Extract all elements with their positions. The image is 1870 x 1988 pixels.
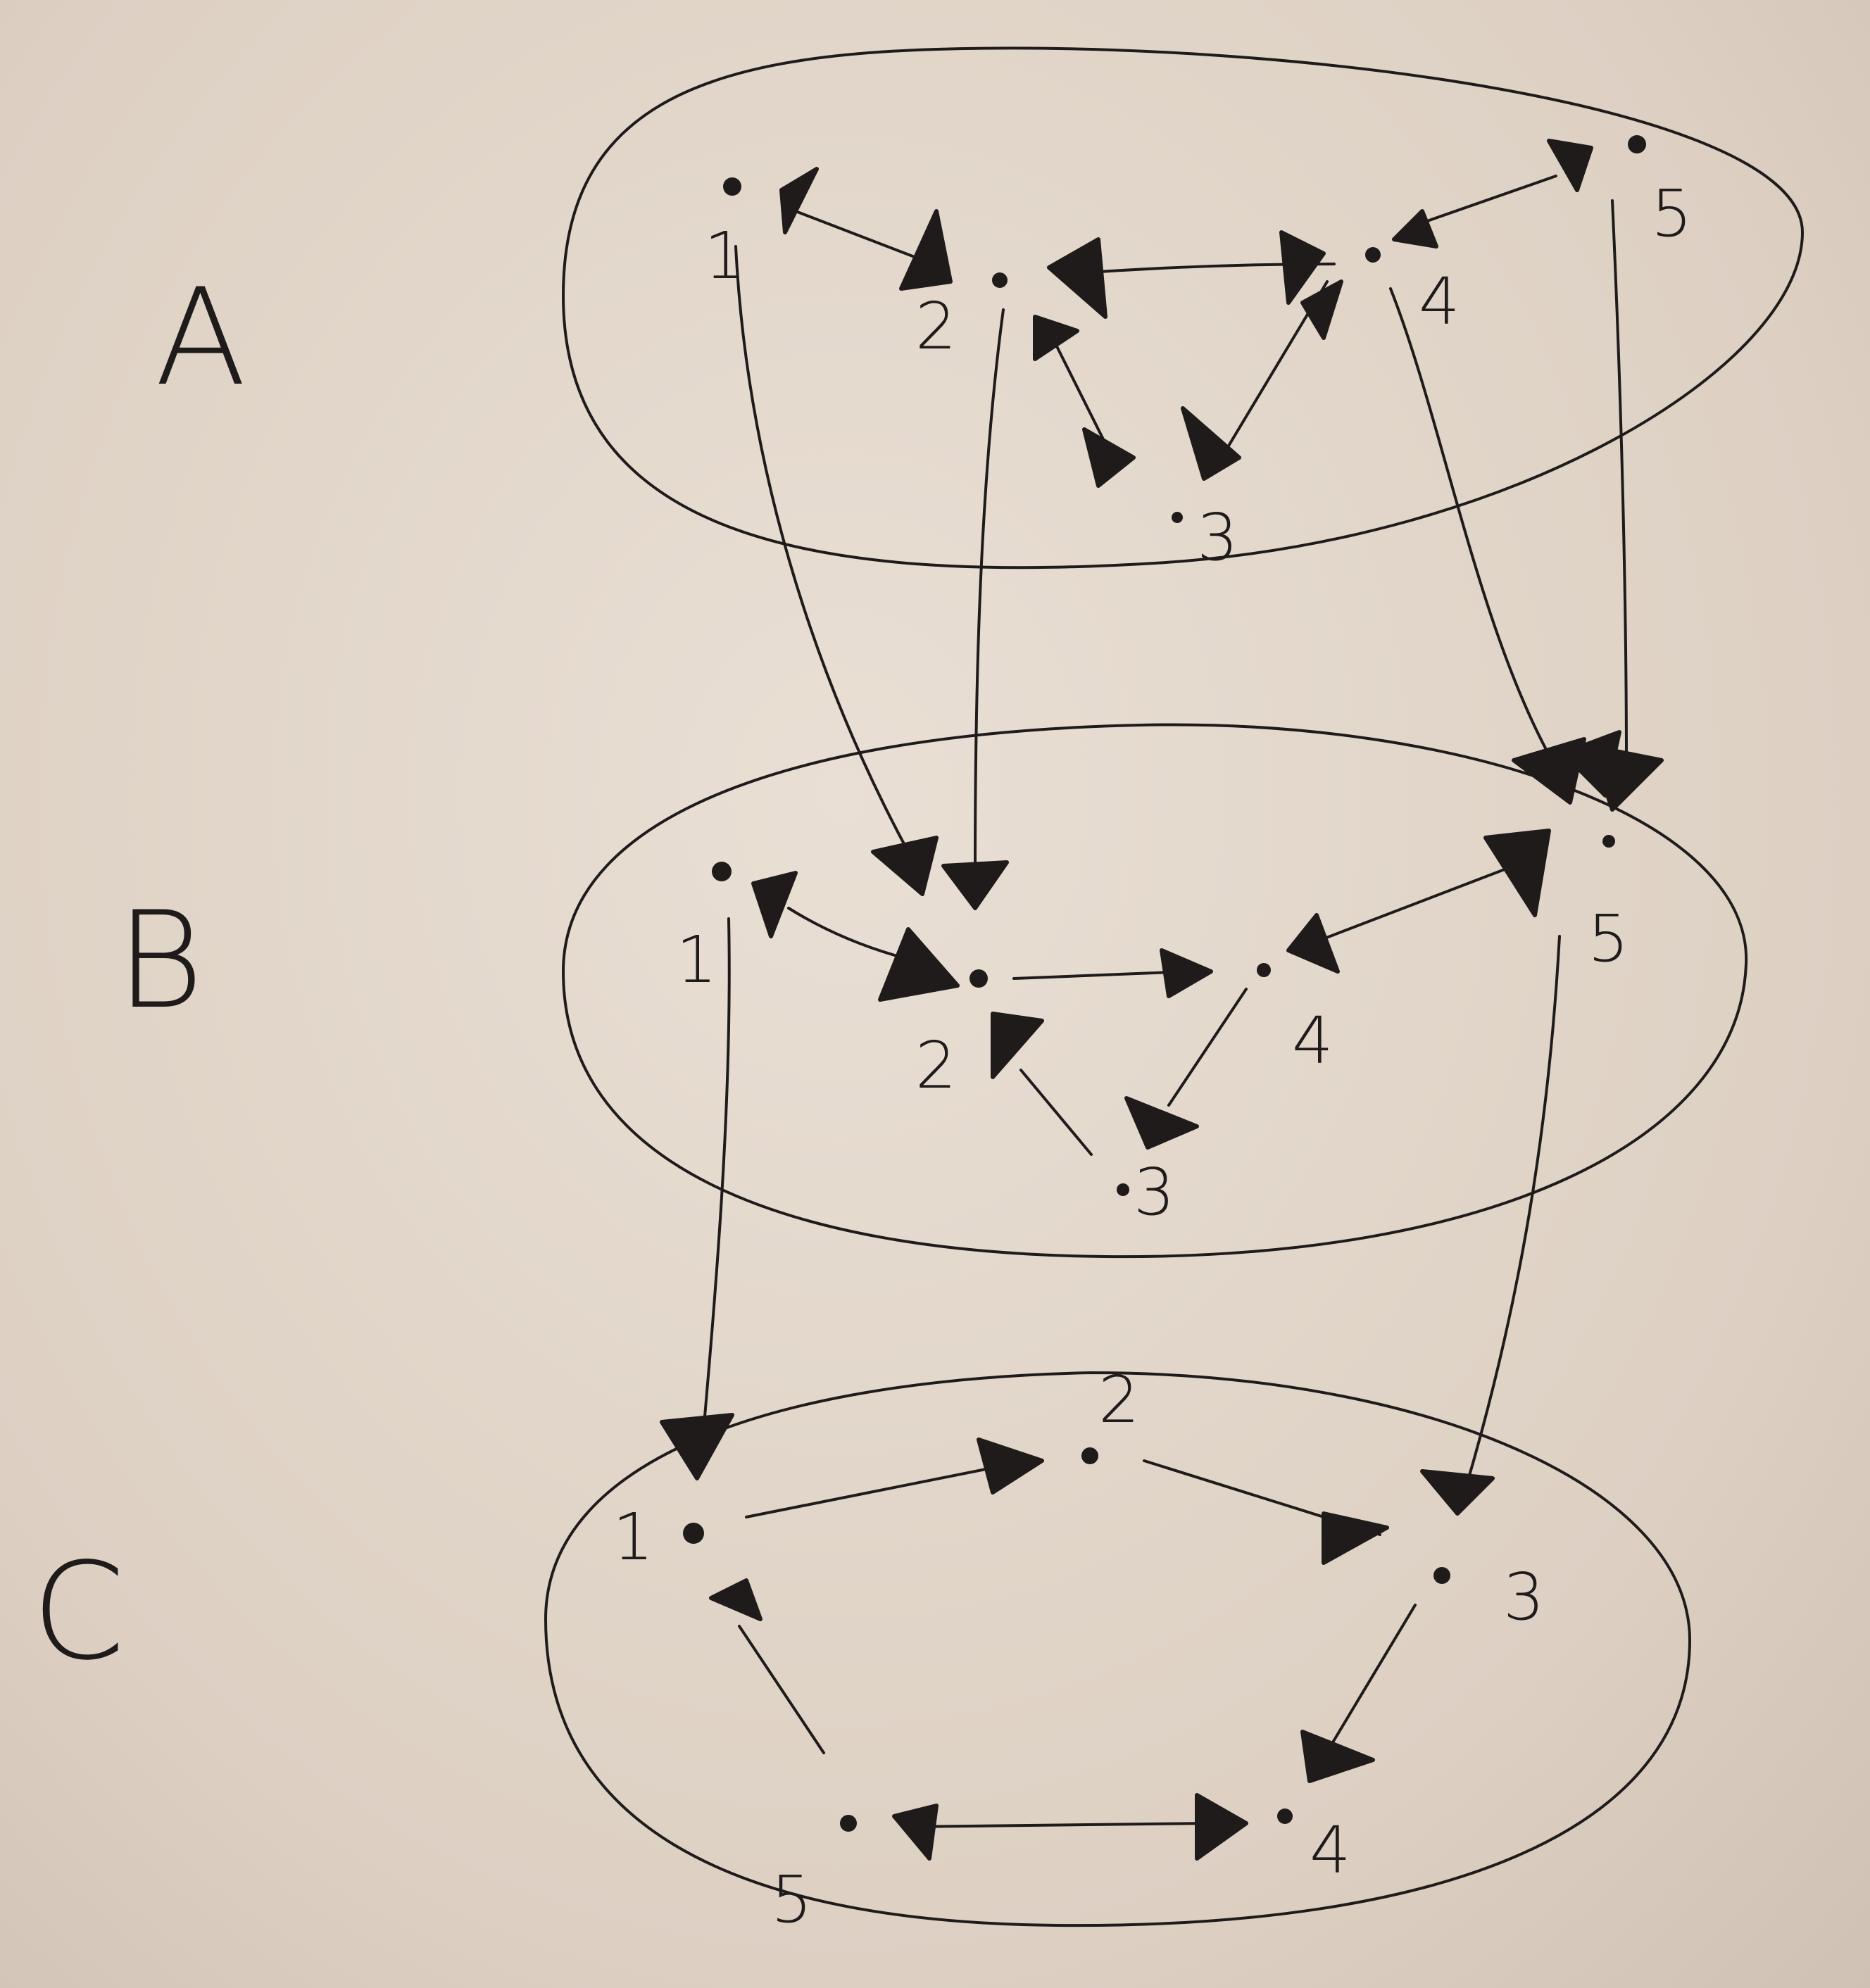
layer-b-ellipse: [562, 723, 1748, 1259]
arrowhead: [1300, 1730, 1375, 1783]
arrowhead: [977, 1437, 1044, 1495]
arrowhead: [941, 860, 1009, 910]
arrowhead: [751, 871, 798, 938]
arrowhead: [878, 927, 960, 1002]
nodes-layer-b: [712, 835, 1615, 1196]
node-label-a-5: 5: [1651, 176, 1693, 251]
arrowhead: [1286, 913, 1340, 974]
layer-b-arrowheads: [751, 829, 1551, 1150]
node-a-3: [1172, 512, 1183, 523]
node-label-b-5: 5: [1588, 901, 1629, 976]
node-b-2: [969, 969, 988, 988]
node-b-3: [1117, 1183, 1129, 1196]
node-c-3: [1433, 1567, 1450, 1584]
node-a-5: [1628, 135, 1646, 153]
arrowhead: [1195, 1793, 1248, 1861]
node-b-4: [1257, 963, 1271, 977]
arrowhead: [709, 1578, 763, 1621]
arrowhead: [660, 1413, 734, 1480]
node-label-b-2: 2: [915, 1028, 957, 1103]
node-label-c-5: 5: [771, 1862, 812, 1937]
node-label-a-3: 3: [1197, 500, 1238, 575]
arrowhead: [1033, 315, 1079, 361]
layer-c-edges: [738, 1459, 1417, 1828]
arrowhead: [991, 1012, 1044, 1079]
layer-c-ellipse: [544, 1371, 1691, 1927]
inter-layer-edges-a-b: [734, 199, 1628, 874]
node-c-4: [1277, 1808, 1293, 1824]
layer-label-c: C: [32, 1534, 125, 1690]
arrowhead: [1279, 230, 1326, 305]
node-label-b-1: 1: [676, 922, 717, 998]
arrowhead: [899, 209, 953, 291]
layer-label-b: B: [116, 883, 203, 1038]
layer-a-arrowheads: [779, 139, 1593, 488]
node-c-2: [1081, 1447, 1098, 1464]
arrowhead: [1047, 237, 1107, 319]
arrowhead: [892, 1804, 939, 1861]
inter-layer-edges-b-c: [699, 917, 1561, 1494]
inter-layer-arrowheads-a-b: [871, 730, 1664, 910]
arrowhead: [1124, 1096, 1199, 1150]
arrowhead: [1082, 427, 1136, 488]
node-label-c-2: 2: [1098, 1362, 1140, 1437]
nodes-layer-c: [683, 1447, 1450, 1832]
arrowhead: [871, 836, 939, 896]
node-label-b-4: 4: [1292, 1003, 1334, 1078]
arrowhead: [1300, 279, 1343, 340]
inter-layer-arrowheads-b-c: [660, 1413, 1495, 1516]
arrowhead: [1420, 1469, 1495, 1516]
node-a-1: [723, 177, 741, 196]
node-c-5: [840, 1815, 857, 1832]
node-c-1: [683, 1523, 704, 1544]
arrowhead: [779, 167, 819, 234]
node-b-5: [1602, 835, 1615, 848]
node-label-c-1: 1: [613, 1499, 654, 1575]
layer-c-arrowheads: [709, 1437, 1389, 1861]
node-a-4: [1365, 247, 1381, 263]
nodes-layer-a: [723, 135, 1646, 523]
arrowhead: [1322, 1511, 1389, 1565]
node-label-a-1: 1: [704, 218, 746, 294]
node-label-b-3: 3: [1134, 1155, 1175, 1230]
node-a-2: [992, 272, 1008, 288]
layer-label-a: A: [155, 260, 246, 415]
node-label-c-4: 4: [1310, 1813, 1351, 1888]
node-label-a-4: 4: [1419, 264, 1460, 339]
node-b-1: [712, 862, 732, 881]
node-label-a-2: 2: [915, 289, 957, 364]
arrowhead: [1181, 406, 1241, 481]
arrowhead: [1392, 209, 1438, 249]
node-label-c-3: 3: [1503, 1559, 1545, 1635]
layer-a-ellipse: [562, 46, 1804, 570]
arrowhead: [1160, 948, 1213, 998]
arrowhead: [1547, 139, 1593, 192]
arrowhead: [1589, 744, 1664, 812]
arrowhead: [1483, 829, 1551, 917]
